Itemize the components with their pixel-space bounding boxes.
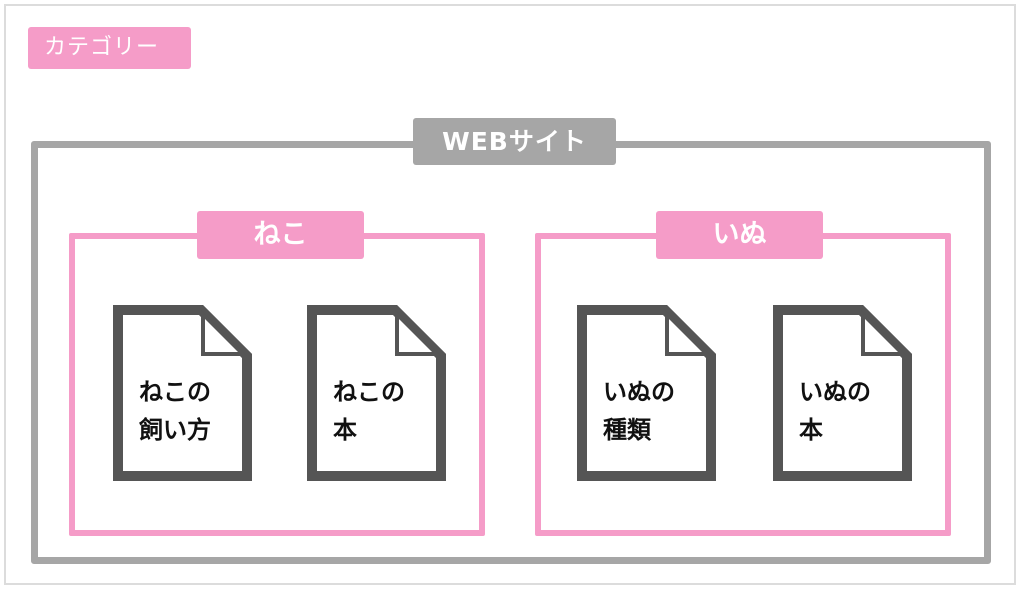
document-icon	[773, 305, 912, 481]
page-title: いぬの 本	[799, 378, 871, 444]
website-label: WEBサイト	[413, 118, 616, 165]
page-dog-types: いぬの 種類	[577, 305, 716, 481]
page-cat-book: ねこの 本	[307, 305, 446, 481]
page-dog-book: いぬの 本	[773, 305, 912, 481]
diagram-frame	[4, 4, 1016, 585]
document-icon	[113, 305, 252, 481]
document-icon	[577, 305, 716, 481]
page-title: ねこの 飼い方	[139, 378, 211, 444]
category-label-dog: いぬ	[656, 211, 823, 259]
page-title: ねこの 本	[333, 378, 405, 444]
category-legend-label: カテゴリー	[28, 27, 191, 69]
document-icon	[307, 305, 446, 481]
page-title: いぬの 種類	[603, 378, 675, 444]
page-cat-care: ねこの 飼い方	[113, 305, 252, 481]
category-label-cat: ねこ	[197, 211, 364, 259]
